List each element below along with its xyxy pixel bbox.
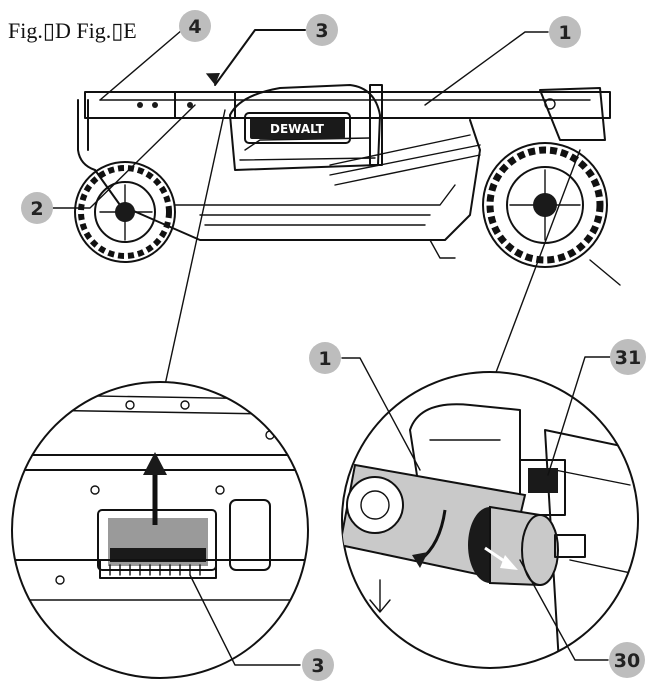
detail-leader-left [164, 109, 226, 386]
svg-text:1: 1 [318, 348, 331, 370]
callout-1-detail: 1 [309, 342, 421, 471]
callout-3-top: 3 [205, 14, 338, 86]
mower-side-view: DEWALT [74, 84, 621, 286]
callout-1-top: 1 [424, 16, 581, 106]
front-wheel [74, 161, 176, 263]
svg-text:30: 30 [614, 650, 640, 672]
detail-right [341, 371, 639, 669]
svg-text:3: 3 [315, 20, 328, 42]
svg-text:4: 4 [188, 16, 201, 38]
svg-text:2: 2 [30, 198, 43, 220]
callout-31: 31 [547, 339, 646, 476]
brand-logo: DEWALT [270, 122, 325, 136]
detail-leader-right [494, 149, 581, 376]
callout-4: 4 [99, 10, 211, 101]
callout-3-bottom: 3 [189, 574, 334, 681]
svg-text:31: 31 [615, 347, 641, 369]
callout-2: 2 [21, 104, 196, 224]
detail-left [11, 381, 309, 679]
figure-label: Fig.▯D Fig.▯E [8, 18, 137, 43]
callout-30: 30 [519, 559, 645, 678]
svg-text:1: 1 [558, 22, 571, 44]
svg-text:3: 3 [311, 655, 324, 677]
rear-wheel [482, 142, 608, 268]
